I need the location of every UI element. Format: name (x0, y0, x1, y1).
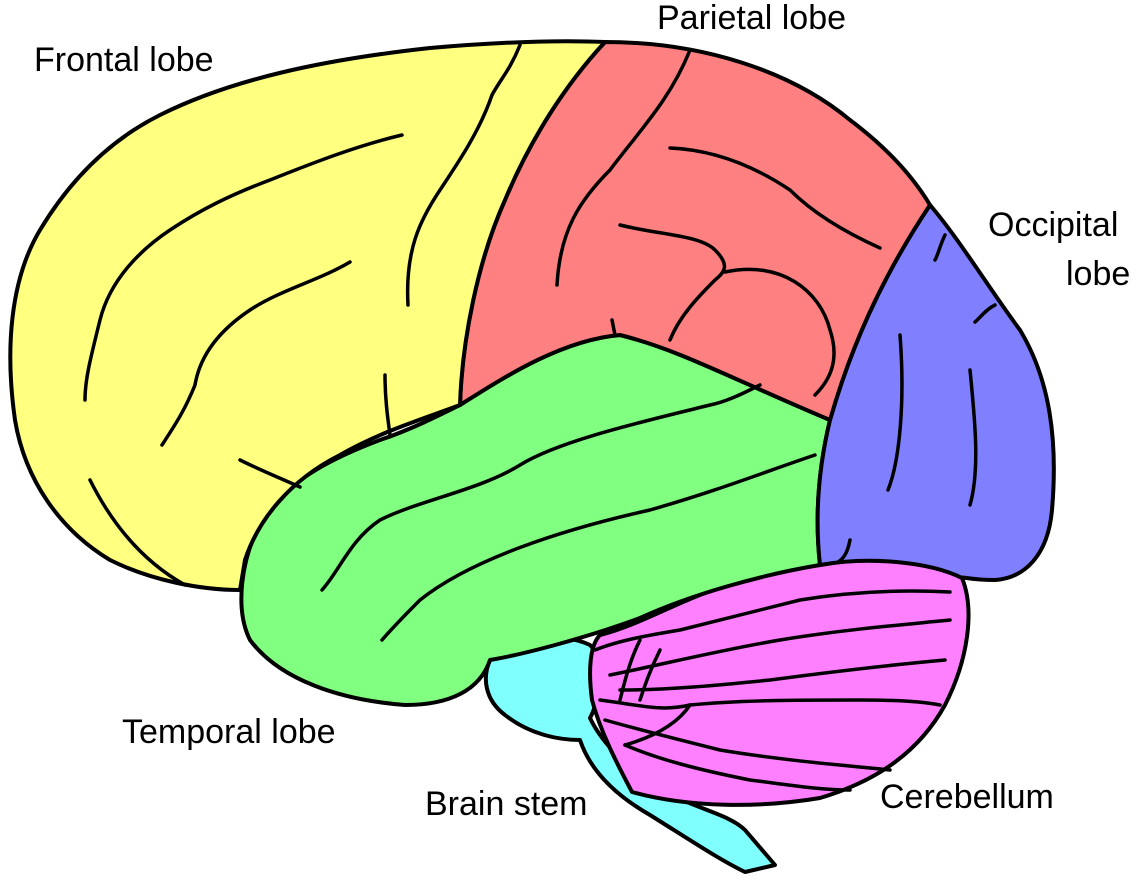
cerebellum-label: Cerebellum (880, 778, 1054, 816)
sulci (83, 43, 997, 792)
brain-stem-label: Brain stem (425, 785, 588, 823)
frontal-lobe-label: Frontal lobe (34, 41, 214, 79)
occipital-lobe-label-line2: lobe (1066, 255, 1131, 293)
occipital-lobe-label-line1: Occipital (988, 206, 1119, 244)
parietal-lobe-label: Parietal lobe (657, 0, 847, 37)
frontal-lobe-region (8, 39, 607, 592)
temporal-lobe-label: Temporal lobe (122, 713, 336, 751)
